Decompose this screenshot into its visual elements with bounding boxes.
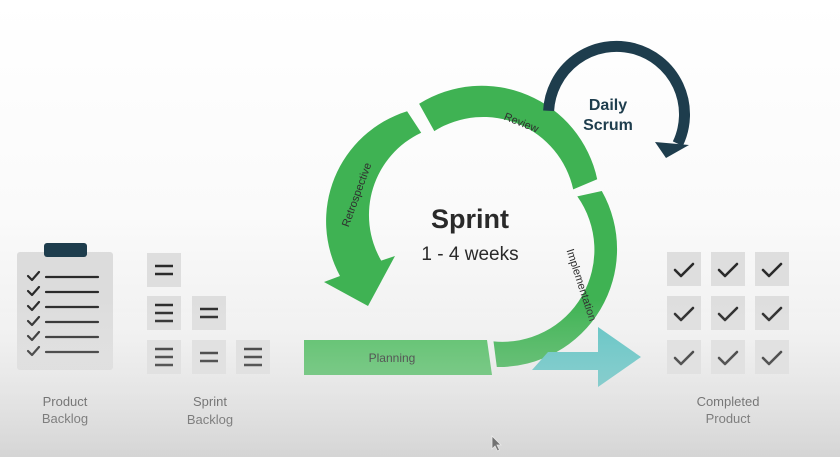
- cursor-icon: [491, 435, 502, 452]
- check-icon: [667, 340, 701, 374]
- sprint-backlog-tiles: [147, 253, 270, 374]
- check-icon: [667, 296, 701, 330]
- product-backlog-clipboard-icon: [17, 243, 113, 370]
- menu-lines-icon: [147, 253, 181, 287]
- sprint-backlog-label-line1: Sprint: [193, 394, 227, 409]
- sprint-duration: 1 - 4 weeks: [421, 244, 518, 265]
- check-icon: [755, 340, 789, 374]
- check-icon: [711, 340, 745, 374]
- check-icon: [667, 252, 701, 286]
- check-icon: [755, 296, 789, 330]
- check-icon: [711, 296, 745, 330]
- review-segment: [419, 85, 598, 190]
- menu-lines-icon: [147, 340, 181, 374]
- completed-product-label-line2: Product: [706, 411, 751, 426]
- check-icon: [755, 252, 789, 286]
- menu-lines-icon: [192, 340, 226, 374]
- sprint-title: Sprint: [431, 204, 509, 234]
- product-backlog-label-line2: Backlog: [42, 411, 88, 426]
- daily-scrum-label-line1: Daily: [589, 97, 627, 114]
- sprint-backlog-label-line2: Backlog: [187, 412, 233, 427]
- daily-scrum-label-line2: Scrum: [583, 117, 633, 134]
- completed-product-grid: [667, 252, 789, 374]
- menu-lines-icon: [192, 296, 226, 330]
- planning-label: Planning: [369, 351, 416, 365]
- completed-product-label-line1: Completed: [697, 394, 760, 409]
- menu-lines-icon: [147, 296, 181, 330]
- daily-scrum-arrow: [543, 40, 690, 158]
- menu-lines-icon: [236, 340, 270, 374]
- retrospective-segment: [324, 111, 422, 306]
- check-icon: [711, 252, 745, 286]
- product-backlog-label-line1: Product: [43, 394, 88, 409]
